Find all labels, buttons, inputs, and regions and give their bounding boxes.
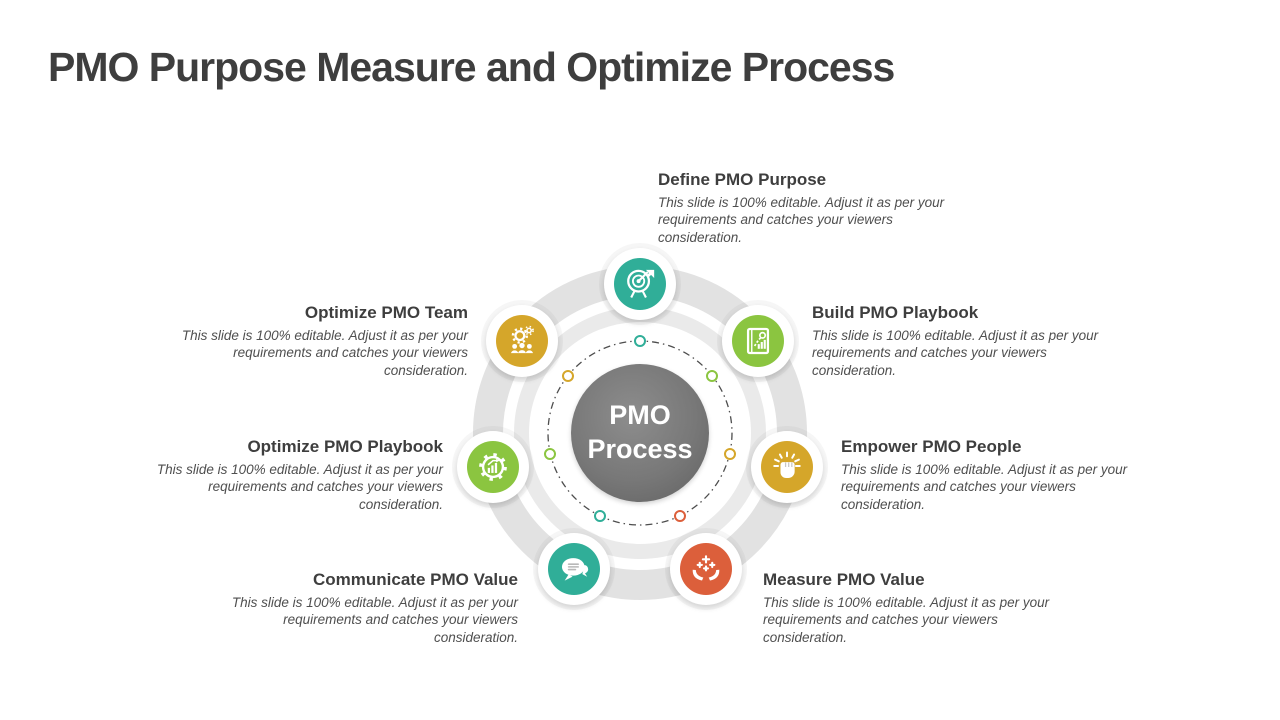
node-title: Optimize PMO Playbook: [247, 437, 443, 456]
orbit-marker-teal-2: [594, 510, 606, 522]
empower-pmo-people-badge: [761, 441, 813, 493]
node-title: Measure PMO Value: [763, 570, 925, 589]
orbit-marker-orange: [674, 510, 686, 522]
orbit-marker-gold: [724, 448, 736, 460]
node-title: Build PMO Playbook: [812, 303, 979, 322]
node-optimize-pmo-team: [486, 305, 558, 377]
text-block-optimize-pmo-playbook: Optimize PMO Playbook This slide is 100%…: [151, 437, 443, 513]
communicate-pmo-value-badge: [548, 543, 600, 595]
target-arrow-icon: [627, 269, 655, 298]
node-define-pmo-purpose: [604, 248, 676, 320]
node-description: This slide is 100% editable. Adjust it a…: [658, 195, 945, 245]
node-measure-pmo-value: [670, 533, 742, 605]
orbit-marker-green: [706, 370, 718, 382]
text-block-measure-pmo-value: Measure PMO Value This slide is 100% edi…: [763, 570, 1055, 646]
text-block-build-pmo-playbook: Build PMO Playbook This slide is 100% ed…: [812, 303, 1104, 379]
center-label-line2: Process: [587, 434, 693, 464]
node-communicate-pmo-value: [538, 533, 610, 605]
text-block-empower-pmo-people: Empower PMO People This slide is 100% ed…: [841, 437, 1133, 513]
center-circle: PMO Process: [571, 364, 709, 502]
optimize-pmo-team-badge: [496, 315, 548, 367]
node-description: This slide is 100% editable. Adjust it a…: [812, 328, 1099, 378]
fist-rays-icon: [773, 451, 801, 479]
node-title: Communicate PMO Value: [313, 570, 518, 589]
node-description: This slide is 100% editable. Adjust it a…: [181, 328, 468, 378]
team-gears-icon: [510, 325, 534, 354]
node-build-pmo-playbook: [722, 305, 794, 377]
node-title: Empower PMO People: [841, 437, 1022, 456]
optimize-pmo-playbook-badge: [467, 441, 519, 493]
node-description: This slide is 100% editable. Adjust it a…: [156, 462, 443, 512]
node-description: This slide is 100% editable. Adjust it a…: [841, 462, 1128, 512]
text-block-define-pmo-purpose: Define PMO Purpose This slide is 100% ed…: [658, 170, 950, 246]
node-description: This slide is 100% editable. Adjust it a…: [231, 595, 518, 645]
node-description: This slide is 100% editable. Adjust it a…: [763, 595, 1050, 645]
orbit-marker-teal: [634, 335, 646, 347]
text-block-communicate-pmo-value: Communicate PMO Value This slide is 100%…: [226, 570, 518, 646]
speech-bubbles-icon: [561, 558, 589, 581]
orbit-marker-green-2: [544, 448, 556, 460]
node-empower-pmo-people: [751, 431, 823, 503]
orbit-marker-gold-2: [562, 370, 574, 382]
define-pmo-purpose-badge: [614, 258, 666, 310]
playbook-chart-icon: [746, 327, 770, 355]
gear-chart-icon: [479, 453, 507, 481]
center-label-line1: PMO: [609, 400, 671, 431]
slide-title: PMO Purpose Measure and Optimize Process: [48, 44, 895, 90]
measure-pmo-value-badge: [680, 543, 732, 595]
hands-sparkles-icon: [692, 555, 720, 581]
build-pmo-playbook-badge: [732, 315, 784, 367]
text-block-optimize-pmo-team: Optimize PMO Team This slide is 100% edi…: [176, 303, 468, 379]
node-title: Optimize PMO Team: [304, 303, 468, 322]
node-optimize-pmo-playbook: [457, 431, 529, 503]
node-title: Define PMO Purpose: [658, 170, 827, 189]
